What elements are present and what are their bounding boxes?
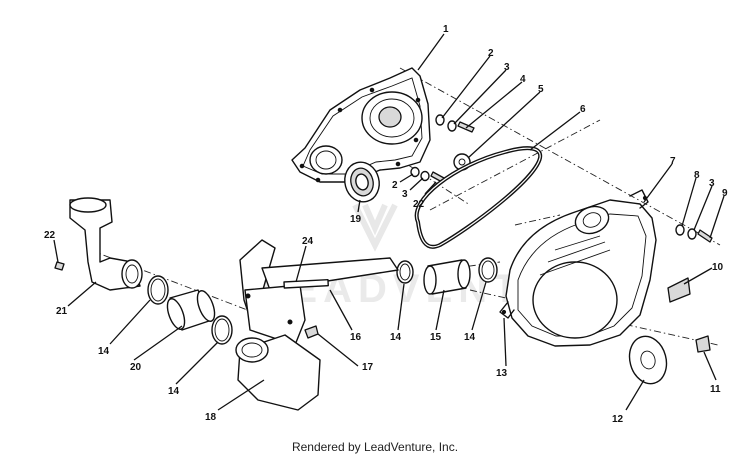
callout-10: 10: [712, 262, 724, 273]
callout-9: 9: [722, 188, 728, 199]
diagram-canvas: LEADVENTURE: [44, 24, 728, 425]
callout-8: 8: [694, 170, 700, 181]
callout-3-right: 3: [709, 178, 715, 189]
callout-7: 7: [670, 156, 676, 167]
callout-21: 21: [56, 306, 68, 317]
callout-22-left: 22: [44, 230, 56, 241]
callout-24: 24: [302, 236, 314, 247]
duct-assembly: [235, 239, 399, 411]
callout-12: 12: [612, 414, 624, 425]
callout-5: 5: [538, 84, 544, 95]
callout-1: 1: [443, 24, 449, 35]
seal-part-19: [344, 161, 380, 203]
callout-14-b: 14: [464, 332, 476, 343]
callout-labels: 1 2 3 4 5 6 2 3 22 19 7 8 3 9 10 11 12 1…: [44, 24, 728, 425]
disc-part-12: [628, 335, 668, 385]
drive-belt-part-6: [414, 146, 543, 249]
callout-6: 6: [580, 104, 586, 115]
callout-16: 16: [350, 332, 362, 343]
callout-17: 17: [362, 362, 374, 373]
callout-2: 2: [488, 48, 494, 59]
callout-19: 19: [350, 214, 362, 225]
render-credit: Rendered by LeadVenture, Inc.: [291, 440, 459, 454]
callout-3-lower: 3: [402, 189, 408, 200]
leader-lines: [53, 33, 725, 411]
outer-cover-part-7: [499, 189, 657, 347]
inner-cover-part-1: [291, 67, 431, 183]
callout-14-c: 14: [98, 346, 110, 357]
callout-11: 11: [710, 384, 721, 395]
hardware-middle: [410, 166, 445, 183]
callout-4: 4: [520, 74, 526, 85]
callout-13: 13: [496, 368, 508, 379]
callout-22-middle: 22: [413, 199, 425, 210]
label-part-10: [667, 277, 691, 303]
callout-20: 20: [130, 362, 142, 373]
hardware-right: [675, 224, 713, 243]
intake-duct-part-21: [54, 197, 143, 291]
callout-3: 3: [504, 62, 510, 73]
clamps-and-sleeve: [147, 275, 233, 345]
coupler-part-15: [396, 257, 498, 295]
callout-14-d: 14: [168, 386, 180, 397]
callout-18: 18: [205, 412, 217, 423]
callout-2-lower: 2: [392, 180, 398, 191]
callout-14-a: 14: [390, 332, 402, 343]
decal-part-11: [695, 335, 711, 353]
callout-15: 15: [430, 332, 442, 343]
